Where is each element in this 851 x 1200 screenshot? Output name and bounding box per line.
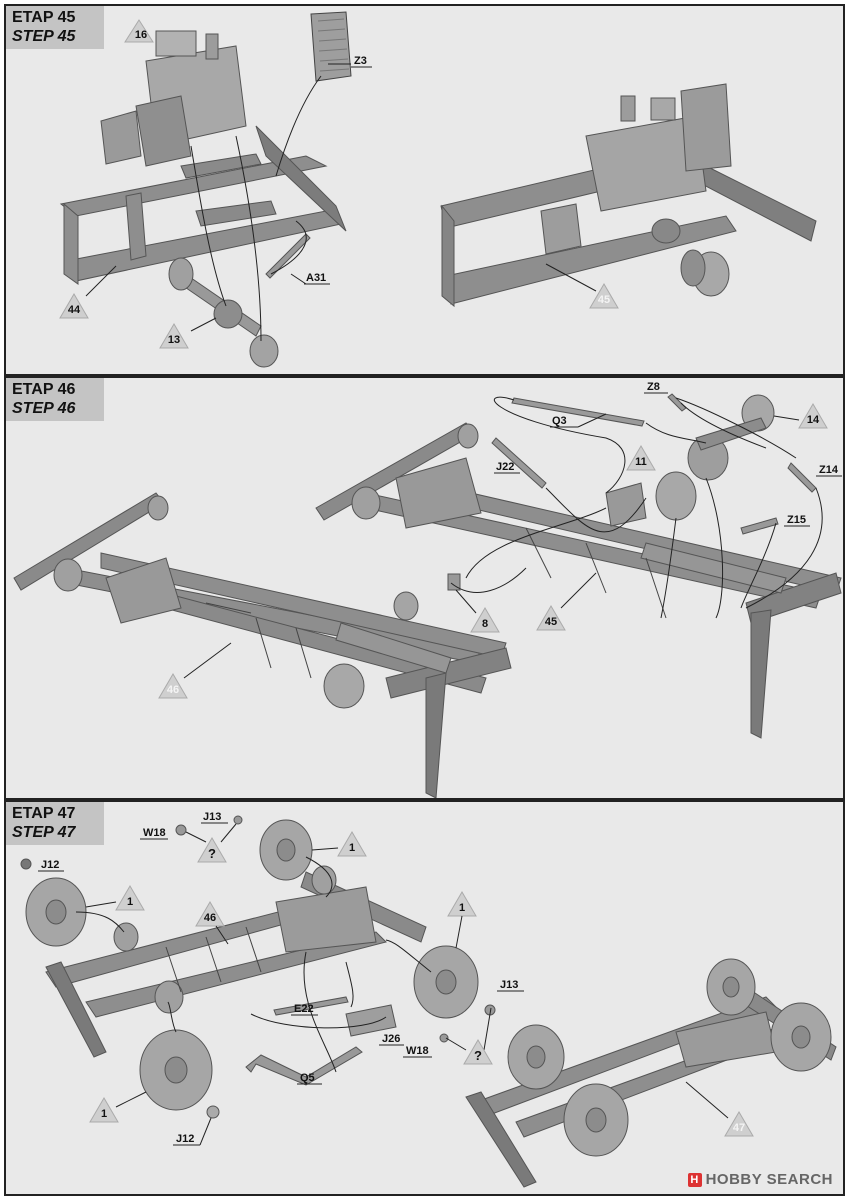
step-45-leader-lines (85, 63, 351, 342)
callout-13: 13 (159, 323, 189, 349)
callout-1-top: 1 (337, 831, 367, 857)
watermark-text: HOBBY SEARCH (705, 1171, 833, 1188)
label-z14: Z14 (819, 464, 839, 476)
svg-text:11: 11 (635, 456, 647, 468)
part-j26 (345, 1004, 397, 1037)
step-46-header: ETAP 46 STEP 46 (6, 378, 104, 421)
step-46-illustration: 46 (13, 381, 842, 798)
svg-text:1: 1 (101, 1108, 107, 1120)
step-45-title: STEP 45 (12, 28, 76, 45)
leader-45 (545, 263, 597, 292)
part-q5 (245, 1046, 363, 1086)
callout-46: 46 (158, 673, 188, 699)
frame-44-assembly (59, 125, 347, 285)
step-47-leader-lines (75, 823, 492, 1073)
chassis-45-in-progress (315, 422, 842, 739)
svg-text:?: ? (208, 846, 216, 861)
callout-1-right: 1 (447, 891, 477, 917)
step-46-panel: ETAP 46 STEP 46 46 (4, 376, 845, 800)
label-w18-right: W18 (406, 1045, 429, 1057)
leader-47 (685, 1081, 729, 1119)
small-parts-47 (20, 815, 496, 1119)
wheel-bottom (139, 1029, 213, 1111)
label-w18-top: W18 (143, 827, 166, 839)
assembled-chassis-45 (440, 83, 817, 308)
svg-text:44: 44 (68, 304, 81, 316)
hobby-search-logo-icon: H (687, 1173, 702, 1187)
svg-text:1: 1 (127, 896, 133, 908)
callout-46-step47: 46 (195, 901, 225, 927)
part-a31 (265, 233, 311, 279)
step-46-leader-lines (450, 396, 823, 619)
exploded-parts-46 (447, 393, 817, 591)
svg-text:8: 8 (482, 618, 488, 630)
label-q5: Q5 (300, 1072, 315, 1084)
leader-46 (183, 642, 232, 679)
callout-8: 8 (470, 607, 500, 633)
step-45-header: ETAP 45 STEP 45 (6, 6, 104, 49)
svg-text:45: 45 (598, 294, 610, 306)
svg-text:45: 45 (545, 616, 557, 628)
etap-45-title: ETAP 45 (12, 9, 76, 26)
step-47-illustration: J13 W18 ? 1 J12 1 46 1 J13 E2 (20, 811, 837, 1188)
chassis-46 (13, 492, 512, 798)
label-j26: J26 (382, 1033, 400, 1045)
wheel-right (413, 945, 479, 1019)
callout-question-top: ? (197, 837, 227, 863)
svg-text:16: 16 (135, 29, 147, 41)
svg-text:14: 14 (807, 414, 820, 426)
step-45-illustration: 16 Z3 13 A31 44 (59, 11, 817, 368)
svg-text:47: 47 (733, 1122, 745, 1134)
callout-45-step46: 45 (536, 605, 566, 631)
svg-text:1: 1 (459, 902, 465, 914)
callout-1-left: 1 (115, 885, 145, 911)
wheel-top (259, 819, 313, 881)
label-z8: Z8 (647, 381, 660, 393)
label-e22: E22 (294, 1003, 314, 1015)
callout-14: 14 (798, 403, 828, 429)
svg-text:1: 1 (349, 842, 355, 854)
label-z15: Z15 (787, 514, 806, 526)
step-47-panel: ETAP 47 STEP 47 (4, 800, 845, 1196)
step-45-panel: ETAP 45 STEP 45 (4, 4, 845, 376)
callout-question-right: ? (463, 1039, 493, 1065)
radiator-z3 (310, 11, 352, 82)
callout-1-bottom: 1 (89, 1097, 119, 1123)
step-47-title: STEP 47 (12, 824, 76, 841)
wheels-1 (25, 819, 479, 1111)
callout-16: 16 (124, 19, 154, 43)
label-j12-top: J12 (41, 859, 59, 871)
callout-44: 44 (59, 293, 89, 319)
label-j22: J22 (496, 461, 514, 473)
wheel-left (25, 877, 87, 947)
etap-46-title: ETAP 46 (12, 381, 76, 398)
step-46-title: STEP 46 (12, 400, 76, 417)
svg-text:?: ? (474, 1048, 482, 1063)
label-z3: Z3 (354, 55, 367, 67)
chassis-46-step47 (45, 865, 427, 1058)
callout-45: 45 (589, 283, 619, 309)
label-a31: A31 (306, 272, 326, 284)
label-q3: Q3 (552, 415, 567, 427)
part-e22 (273, 996, 349, 1016)
callout-11: 11 (626, 445, 656, 471)
callout-47: 47 (724, 1111, 754, 1137)
svg-text:46: 46 (204, 912, 216, 924)
assembled-vehicle-47 (465, 958, 837, 1188)
label-j12-bottom: J12 (176, 1133, 194, 1145)
svg-text:13: 13 (168, 334, 180, 346)
label-j13-right: J13 (500, 979, 518, 991)
svg-text:46: 46 (167, 684, 179, 696)
label-j13-top: J13 (203, 811, 221, 823)
engine-16 (100, 30, 247, 167)
step-47-header: ETAP 47 STEP 47 (6, 802, 104, 845)
etap-47-title: ETAP 47 (12, 805, 76, 822)
